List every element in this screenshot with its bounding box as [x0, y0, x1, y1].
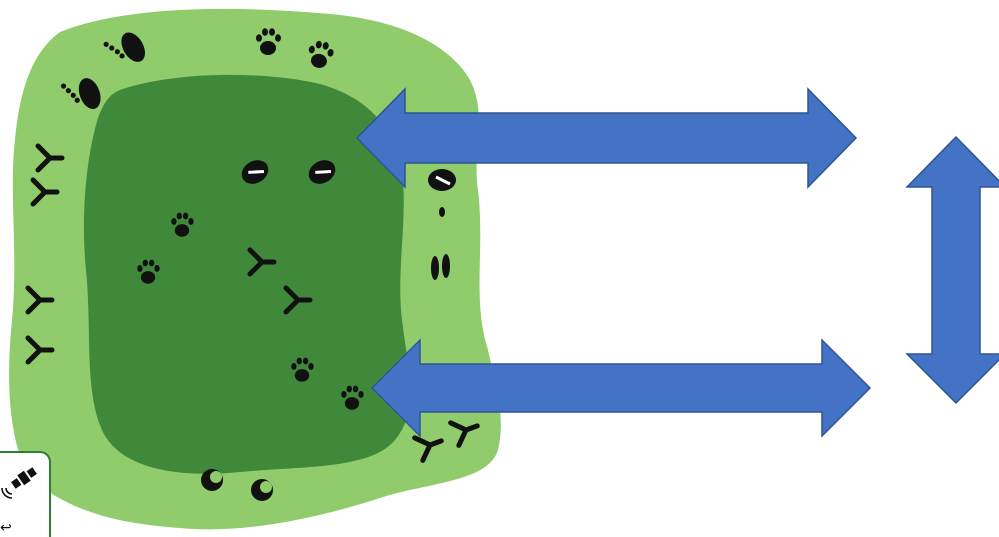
double-arrow-top [355, 87, 858, 189]
bear-paw-track-icon [60, 78, 101, 110]
cat-paw-track-icon [171, 212, 194, 237]
bird-foot-track-icon [25, 335, 55, 365]
badge-mark-icon: ↩ [0, 519, 12, 535]
double-arrow-bottom [370, 338, 872, 438]
cat-paw-track-icon [308, 40, 334, 68]
cat-paw-track-icon [341, 385, 364, 410]
bird-foot-track-icon [283, 285, 313, 315]
satellite-badge: ↩ [0, 451, 51, 537]
hoof-track-icon [428, 169, 456, 191]
bear-paw-track-icon [103, 32, 145, 62]
crescent-track-icon [201, 469, 223, 491]
hoof-track-icon [308, 160, 336, 184]
bird-foot-track-icon [30, 177, 60, 207]
cat-paw-track-icon [256, 28, 281, 55]
hoof-pair-track-icon [431, 254, 450, 280]
bird-foot-track-icon [412, 435, 444, 463]
signal-waves-icon [1, 487, 13, 499]
bird-foot-track-icon [247, 247, 277, 277]
bird-foot-track-icon [35, 143, 65, 173]
crescent-track-icon [251, 479, 273, 501]
dot-track-icon [439, 207, 445, 217]
double-arrow-vertical [905, 135, 999, 405]
bird-foot-track-icon [448, 420, 480, 448]
hoof-track-icon [241, 160, 269, 184]
satellite-icon [11, 467, 37, 489]
bird-foot-track-icon [25, 285, 55, 315]
animal-tracks [25, 28, 480, 501]
cat-paw-track-icon [137, 259, 160, 284]
cat-paw-track-icon [291, 357, 314, 382]
